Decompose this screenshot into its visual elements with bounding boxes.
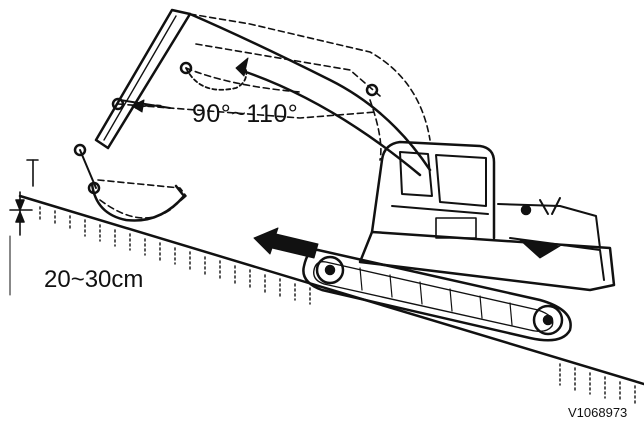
- ground-slope: [18, 194, 644, 407]
- angle-label: 90°~110°: [192, 100, 299, 128]
- arrow-left-icon: [253, 227, 319, 259]
- lip-offset-label: 20~30cm: [44, 266, 144, 293]
- figure-code: V1068973: [568, 405, 628, 420]
- angle-arrowhead-left: [131, 99, 145, 113]
- boom-alt-position: [97, 13, 431, 219]
- angle-arrowhead: [235, 57, 249, 77]
- track-assembly: [302, 248, 572, 342]
- dimension-marker: [9, 159, 39, 296]
- upper-structure: [358, 140, 616, 292]
- bucket: [90, 182, 186, 222]
